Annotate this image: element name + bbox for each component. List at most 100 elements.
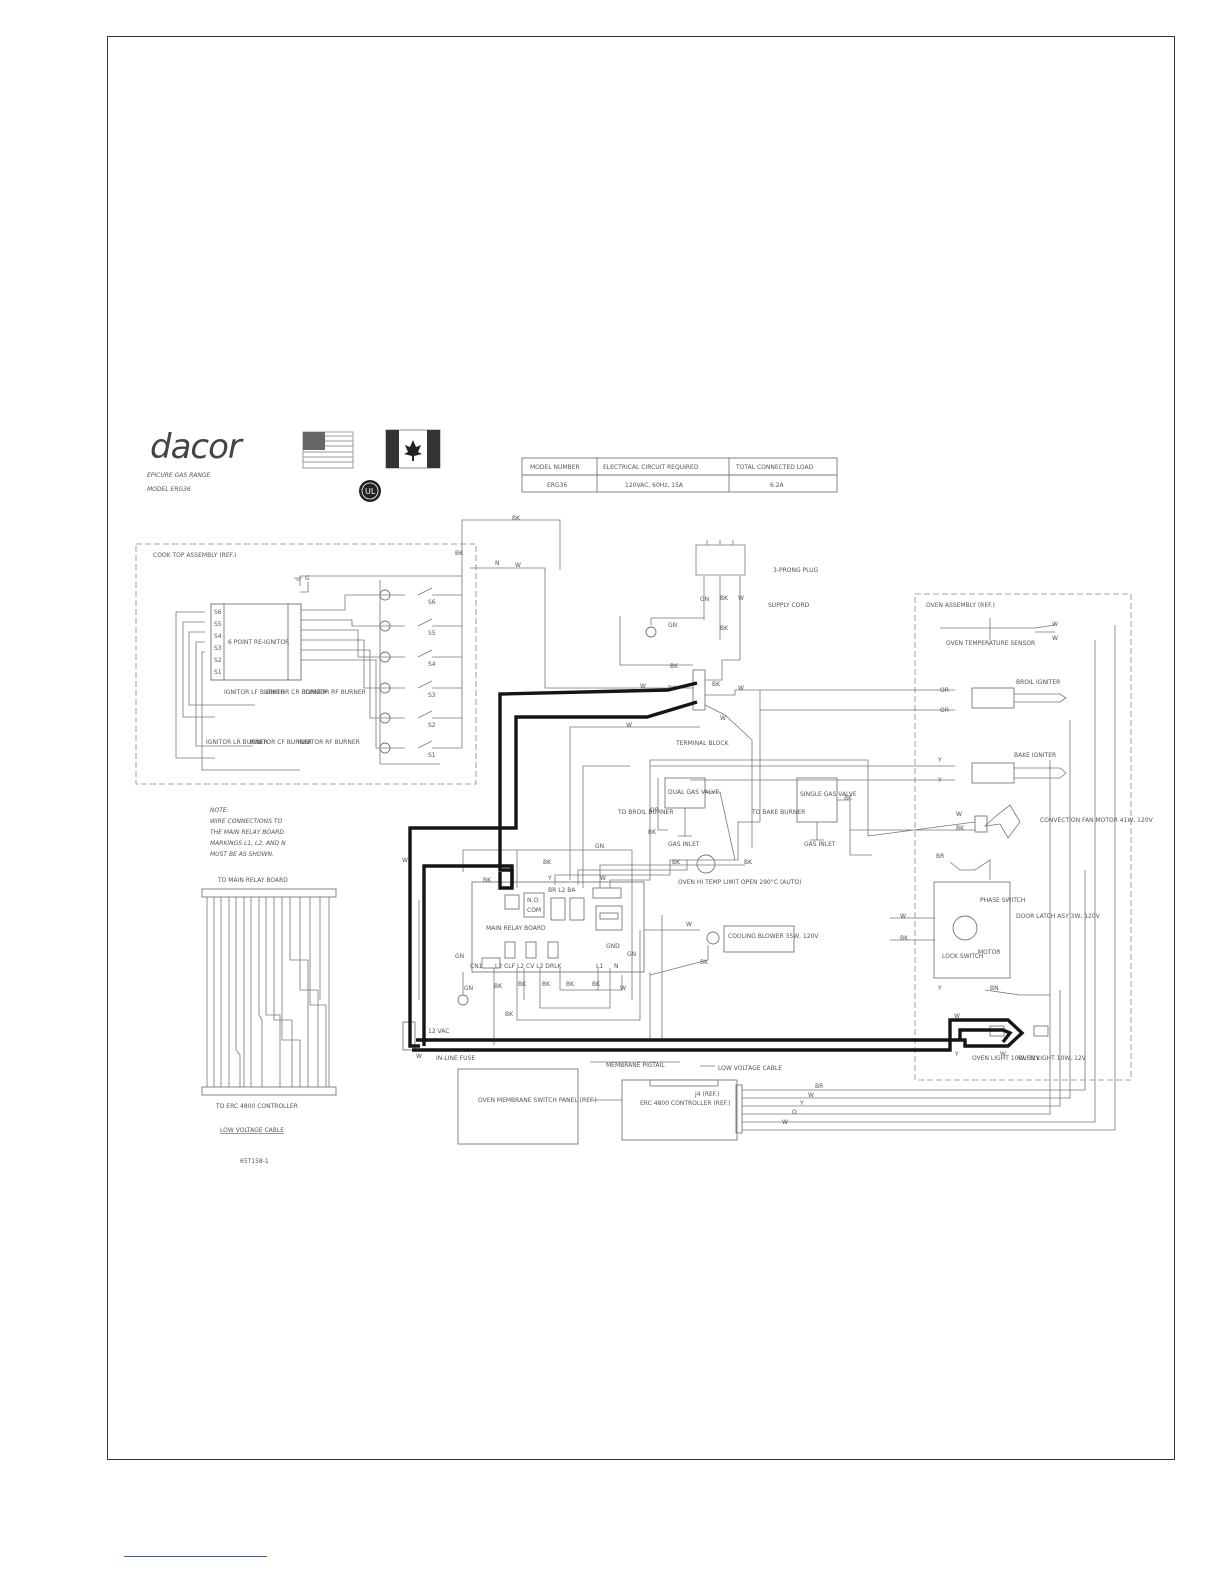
main-relay-board: N.O. COM MAIN RELAY BOARD L2 CLF L2 CV L…	[402, 726, 869, 1045]
igniter-label-2: IGNITOR CR BURNER	[264, 689, 327, 696]
svg-text:BK: BK	[700, 959, 709, 966]
svg-text:O: O	[792, 1109, 797, 1116]
drawing-number: 65T158-1	[240, 1158, 269, 1165]
burner-switches: S6 S5 S4 S3 S2	[379, 557, 463, 765]
hi-limit: OVEN HI TEMP LIMIT OPEN 290°C (AUTO)	[678, 854, 802, 886]
svg-text:GN: GN	[455, 953, 464, 960]
svg-text:S5: S5	[428, 630, 436, 637]
harness-bottom-label: TO ERC 4800 CONTROLLER	[215, 1103, 298, 1110]
cooktop-title: COOK TOP ASSEMBLY (REF.)	[153, 552, 236, 559]
svg-text:BK: BK	[543, 859, 552, 866]
svg-text:OR: OR	[940, 707, 949, 714]
plug-label: 3-PRONG PLUG	[773, 567, 819, 574]
svg-text:BK: BK	[505, 1011, 514, 1018]
broil-igniter-label: BROIL IGNITER	[1016, 679, 1060, 686]
svg-text:BK: BK	[844, 795, 853, 802]
harness-top-label: TO MAIN RELAY BOARD	[217, 877, 288, 884]
relay-harness: TO MAIN RELAY BOARD TO ERC 4800 CONTROLL…	[201, 877, 337, 1165]
spec-header-model: MODEL NUMBER	[530, 464, 580, 471]
cooktop-assembly: COOK TOP ASSEMBLY (REF.) 6 POINT RE-IGNI…	[135, 543, 477, 785]
main-relay-board-label: MAIN RELAY BOARD	[486, 925, 546, 932]
svg-text:BR: BR	[936, 853, 944, 860]
svg-text:L1: L1	[596, 963, 603, 970]
svg-text:BK: BK	[670, 663, 679, 670]
svg-text:N.O.: N.O.	[527, 897, 540, 904]
power-entry: 3-PRONG PLUG SUPPLY CORD TERMINAL BLOCK	[461, 519, 819, 848]
svg-text:Y: Y	[547, 875, 552, 882]
svg-text:W: W	[956, 811, 962, 818]
svg-text:BK: BK	[455, 550, 464, 557]
svg-text:N: N	[495, 560, 500, 567]
footer-link-underline[interactable]	[124, 1556, 267, 1557]
switch-s2: S2	[379, 710, 462, 729]
spec-value-model: ERG36	[547, 482, 567, 489]
svg-text:W: W	[1000, 1051, 1006, 1058]
svg-text:BK: BK	[592, 981, 601, 988]
svg-text:W: W	[782, 1119, 788, 1126]
dacor-logo: dacor	[150, 427, 244, 467]
svg-text:W: W	[402, 857, 408, 864]
svg-text:S6: S6	[428, 599, 436, 606]
svg-text:W: W	[626, 722, 632, 729]
terminal-block-label: TERMINAL BLOCK	[675, 740, 730, 747]
svg-text:W: W	[686, 921, 692, 928]
svg-text:S1: S1	[428, 752, 436, 759]
svg-text:GND: GND	[606, 943, 620, 950]
motor-label: MOTOR	[978, 949, 1000, 956]
svg-text:BN: BN	[990, 985, 999, 992]
spec-table: MODEL NUMBER ELECTRICAL CIRCUIT REQUIRED…	[521, 457, 838, 493]
svg-text:BK: BK	[542, 981, 551, 988]
svg-text:BR: BR	[815, 1083, 823, 1090]
svg-text:W: W	[515, 562, 521, 569]
svg-text:BK: BK	[518, 981, 527, 988]
svg-text:BK: BK	[712, 681, 721, 688]
svg-text:Y: Y	[937, 757, 942, 764]
svg-text:W: W	[640, 683, 646, 690]
svg-text:W: W	[954, 1013, 960, 1020]
svg-text:W: W	[738, 685, 744, 692]
dual-gas-valve-label: DUAL GAS VALVE	[668, 789, 719, 796]
cooling-blower: COOLING BLOWER 35W, 120V	[649, 925, 819, 976]
wiring-note: NOTE: WIRE CONNECTIONS TO THE MAIN RELAY…	[210, 807, 286, 858]
svg-text:W: W	[720, 715, 726, 722]
door-latch-label: DOOR LATCH ASY 3W, 120V	[1016, 913, 1101, 920]
svg-text:GN: GN	[595, 843, 604, 850]
spec-header-load: TOTAL CONNECTED LOAD	[735, 464, 814, 471]
reignitor-label: 6 POINT RE-IGNITOR	[228, 639, 289, 646]
phase-switch-label: PHASE SWITCH	[980, 897, 1025, 904]
switch-s3: S3	[379, 680, 462, 699]
note-line-1: NOTE:	[210, 807, 229, 814]
switch-s1: S1	[379, 740, 462, 759]
hi-limit-label: OVEN HI TEMP LIMIT OPEN 290°C (AUTO)	[678, 879, 802, 886]
single-gas-valve: SINGLE GAS VALVE TO BAKE BURNER GAS INLE…	[751, 777, 872, 856]
note-line-3: THE MAIN RELAY BOARD	[210, 829, 284, 836]
svg-text:BK: BK	[956, 825, 965, 832]
svg-text:S2: S2	[428, 722, 436, 729]
lock-switch-label: LOCK SWITCH	[942, 953, 983, 960]
svg-text:GN: GN	[627, 951, 636, 958]
svg-text:W: W	[738, 595, 744, 602]
page-frame	[107, 36, 1175, 1460]
single-gas-valve-label: SINGLE GAS VALVE	[800, 791, 857, 798]
oven-assembly: OVEN ASSEMBLY (REF.) OVEN TEMPERATURE SE…	[650, 593, 1154, 1081]
bake-burner-label: TO BAKE BURNER	[751, 809, 805, 816]
erc-controller-label: ERC 4800 CONTROLLER (REF.)	[640, 1100, 730, 1107]
svg-text:BK: BK	[744, 859, 753, 866]
svg-text:S3: S3	[428, 692, 436, 699]
svg-text:Y: Y	[937, 985, 942, 992]
reignitor-terminal-s5: S5	[214, 621, 222, 628]
convection-fan-label: CONVECTION FAN MOTOR 41W, 120V	[1040, 817, 1154, 824]
cooling-blower-label: COOLING BLOWER 35W, 120V	[728, 933, 819, 940]
svg-text:BK: BK	[566, 981, 575, 988]
spec-value-circuit: 120VAC, 60Hz, 15A	[625, 482, 684, 489]
svg-text:W: W	[416, 1053, 422, 1060]
svg-text:UL: UL	[365, 487, 376, 496]
svg-text:BK: BK	[648, 829, 657, 836]
svg-text:BK: BK	[900, 935, 909, 942]
reignitor-terminal-s1: S1	[214, 669, 222, 676]
svg-text:Y: Y	[799, 1100, 804, 1107]
svg-text:W: W	[620, 985, 626, 992]
fuse-label: IN-LINE FUSE	[436, 1055, 475, 1062]
bake-igniter-label: BAKE IGNITER	[1014, 752, 1056, 759]
membrane-pigtail-label: MEMBRANE PIGTAIL	[606, 1062, 665, 1069]
